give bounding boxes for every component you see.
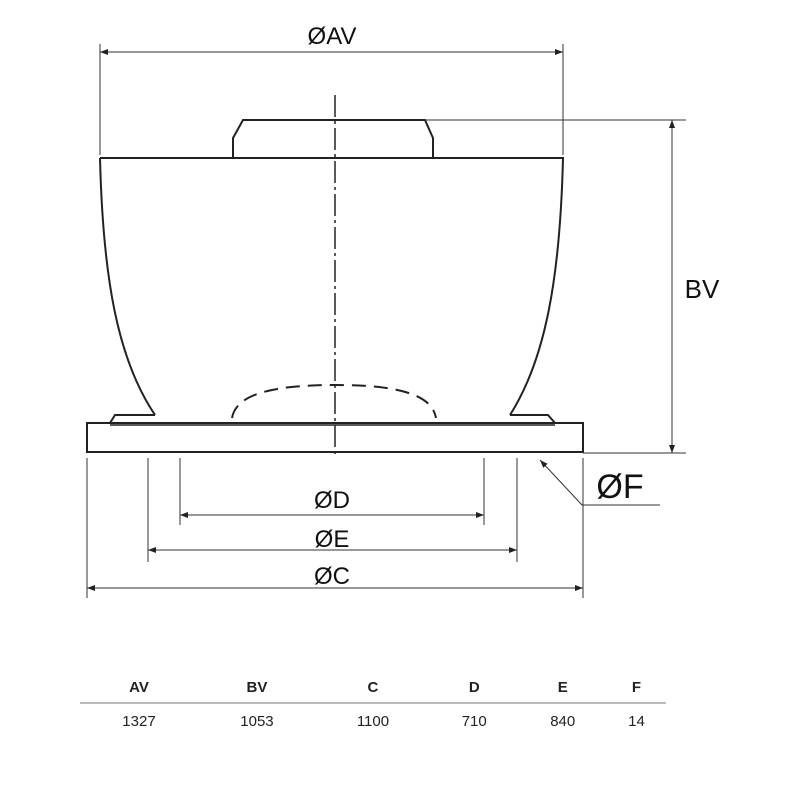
label-bv: BV [685, 274, 720, 304]
label-av: ØAV [308, 23, 357, 50]
value-bv: 1053 [240, 712, 274, 730]
value-e: 840 [550, 712, 576, 730]
value-d: 710 [461, 712, 487, 730]
header-bv: BV [197, 672, 316, 704]
value-c: 1100 [356, 712, 390, 730]
fan-dimension-drawing: ØAV BV ØF ØD ØE ØC [86, 23, 720, 598]
header-e: E [518, 672, 607, 704]
label-f: ØF [596, 468, 643, 506]
impeller-outline [231, 383, 437, 419]
table-row: 1327 1053 1100 710 840 14 [80, 703, 666, 738]
value-f: 14 [628, 712, 645, 730]
label-c: ØC [314, 563, 350, 590]
header-av: AV [80, 672, 198, 704]
header-f: F [606, 672, 666, 704]
table-header-row: AV BV C D E F [80, 672, 666, 704]
fan-top-cap [232, 119, 434, 158]
dimension-table: AV BV C D E F 1327 1053 1100 710 840 14 [80, 672, 666, 738]
label-e: ØE [315, 526, 350, 553]
header-d: D [430, 672, 519, 704]
fan-body [99, 157, 565, 416]
label-d: ØD [314, 487, 350, 514]
header-c: C [315, 672, 430, 704]
dim-f-leader [539, 459, 660, 506]
value-av: 1327 [122, 712, 156, 730]
